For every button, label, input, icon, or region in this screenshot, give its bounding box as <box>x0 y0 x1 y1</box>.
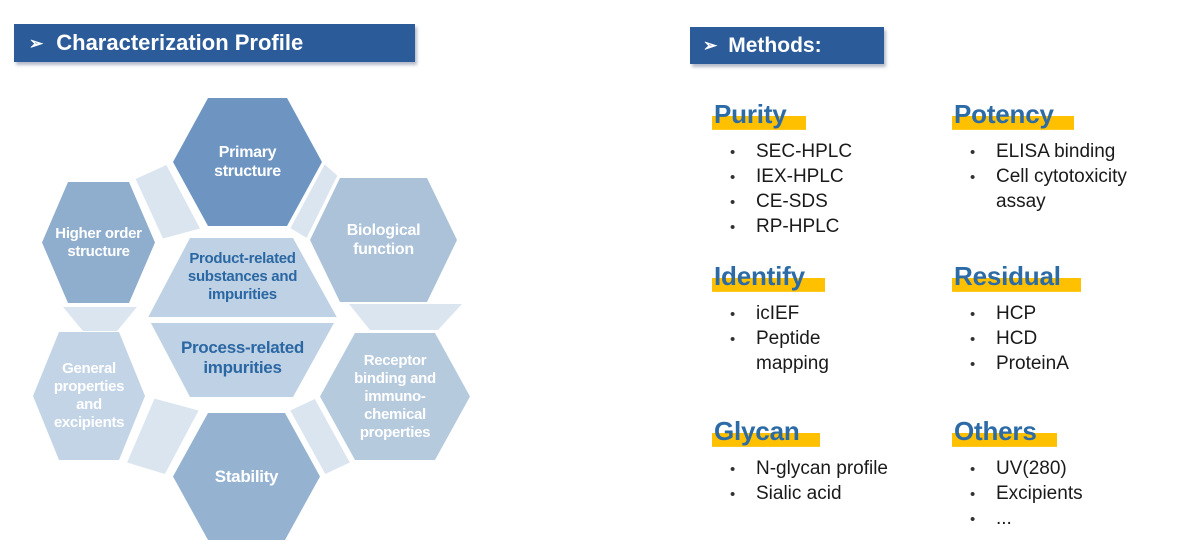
method-item: ... <box>952 506 1152 532</box>
pale-fragment <box>290 164 338 238</box>
label-product-related-impurities: Product-related substances and impuritie… <box>187 250 298 303</box>
method-list: N-glycan profile Sialic acid <box>712 456 952 507</box>
method-item: HCP <box>952 301 1152 327</box>
section-residual: Residual HCP HCD ProteinA <box>952 260 1152 415</box>
characterization-hexagon-diagram: Primary structure Higher order structure… <box>28 88 478 558</box>
characterization-title-bar: ➢ Characterization Profile <box>14 24 415 62</box>
methods-title-bar: ➢ Methods: <box>690 27 884 64</box>
pale-fragment <box>290 399 350 474</box>
pale-fragment <box>135 165 200 239</box>
method-item: N-glycan profile <box>712 456 952 482</box>
label-general-properties: General properties and excipients <box>53 360 125 431</box>
method-list: icIEF Peptide mapping <box>712 301 952 376</box>
label-stability: Stability <box>214 466 279 486</box>
hexagon-general-properties <box>33 332 145 460</box>
method-item: HCD <box>952 326 1152 352</box>
method-item: Excipients <box>952 481 1152 507</box>
characterization-title: Characterization Profile <box>56 30 304 55</box>
section-glycan: Glycan N-glycan profile Sialic acid <box>712 415 952 531</box>
method-list: ELISA binding Cell cytotoxicity assay <box>952 139 1152 214</box>
section-others: Others UV(280) Excipients ... <box>952 415 1152 532</box>
section-purity: Purity SEC-HPLC IEX-HPLC CE-SDS RP-HPLC <box>712 98 952 260</box>
method-list: UV(280) Excipients ... <box>952 456 1152 532</box>
section-potency: Potency ELISA binding Cell cytotoxicity … <box>952 98 1152 260</box>
label-primary-structure: Primary structure <box>214 144 281 180</box>
hexagon-biological-function <box>310 178 457 302</box>
hexagon-diagram-canvas <box>33 98 470 540</box>
method-item: IEX-HPLC <box>712 164 952 190</box>
hexagon-stability <box>173 413 320 540</box>
label-higher-order-structure: Higher order structure <box>55 224 142 260</box>
section-heading: Identify <box>712 260 952 293</box>
arrow-bullet-icon: ➢ <box>703 36 718 55</box>
method-item: icIEF <box>712 301 952 327</box>
section-heading: Glycan <box>712 415 952 448</box>
arrow-bullet-icon: ➢ <box>29 33 44 53</box>
methods-sections: Purity SEC-HPLC IEX-HPLC CE-SDS RP-HPLC … <box>712 98 1152 532</box>
section-identify: Identify icIEF Peptide mapping <box>712 260 952 415</box>
label-process-related-impurities: Process-related impurities <box>180 338 305 377</box>
section-heading: Purity <box>712 98 952 131</box>
method-list: HCP HCD ProteinA <box>952 301 1152 377</box>
method-item: UV(280) <box>952 456 1152 482</box>
pale-fragment <box>349 304 462 330</box>
method-item: ProteinA <box>952 351 1152 377</box>
section-heading: Potency <box>952 98 1152 131</box>
hexagon-receptor-binding <box>320 333 470 460</box>
method-list: SEC-HPLC IEX-HPLC CE-SDS RP-HPLC <box>712 139 952 240</box>
center-hexagon-divider <box>146 317 339 323</box>
method-item: Cell cytotoxicity assay <box>952 164 1152 214</box>
methods-title: Methods: <box>728 33 822 57</box>
section-heading: Others <box>952 415 1152 448</box>
method-item: Sialic acid <box>712 481 952 507</box>
pale-fragment <box>127 398 199 474</box>
method-item: SEC-HPLC <box>712 139 952 165</box>
method-item: Peptide mapping <box>712 326 952 376</box>
pale-fragment <box>63 307 137 331</box>
method-item: ELISA binding <box>952 139 1152 165</box>
hexagon-higher-order-structure <box>42 182 155 303</box>
method-item: RP-HPLC <box>712 214 952 240</box>
label-receptor-binding: Receptor binding and immuno- chemical pr… <box>354 351 436 441</box>
section-heading: Residual <box>952 260 1152 293</box>
hexagon-primary-structure <box>173 98 322 226</box>
label-biological-function: Biological function <box>346 222 421 258</box>
method-item: CE-SDS <box>712 189 952 215</box>
